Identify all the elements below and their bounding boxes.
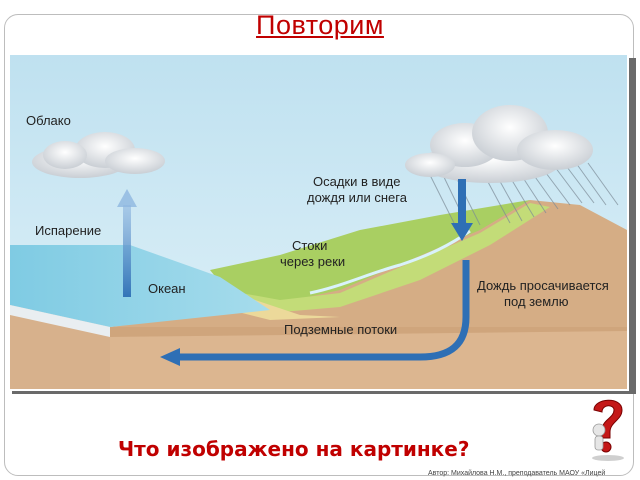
river bbox=[309, 229, 471, 295]
label-ocean: Океан bbox=[148, 281, 186, 296]
water-cycle-diagram: Облако Испарение Океан Осадки в виде дож… bbox=[8, 53, 629, 391]
soil-edge bbox=[110, 327, 627, 337]
label-infiltration-2: под землю bbox=[504, 294, 569, 309]
cloud-icon bbox=[32, 132, 165, 178]
label-runoff-2: через реки bbox=[280, 254, 346, 269]
question-text: Что изображено на картинке? bbox=[118, 437, 470, 461]
label-cloud: Облако bbox=[26, 113, 71, 128]
ocean-edge bbox=[10, 305, 110, 337]
ocean bbox=[10, 245, 270, 327]
slide-title: Повторим bbox=[256, 10, 384, 40]
label-groundwater: Подземные потоки bbox=[284, 322, 398, 337]
label-runoff-1: Стоки bbox=[292, 238, 328, 253]
label-precipitation-1: Осадки в виде bbox=[313, 174, 401, 189]
rain-cloud-icon bbox=[405, 105, 593, 183]
label-evaporation: Испарение bbox=[35, 223, 102, 238]
label-infiltration-1: Дождь просачивается bbox=[477, 278, 609, 293]
precipitation-arrow-icon bbox=[451, 179, 473, 241]
author-caption: Автор: Михайлова Н.М., преподаватель МАО… bbox=[428, 470, 606, 477]
grass bbox=[210, 200, 530, 303]
question-mark-icon[interactable] bbox=[584, 392, 632, 462]
water-cycle-illustration bbox=[10, 55, 627, 389]
label-precipitation-2: дождя или снега bbox=[307, 190, 407, 205]
groundwater-arrow-icon bbox=[160, 260, 470, 366]
evaporation-arrow-icon bbox=[117, 189, 137, 297]
